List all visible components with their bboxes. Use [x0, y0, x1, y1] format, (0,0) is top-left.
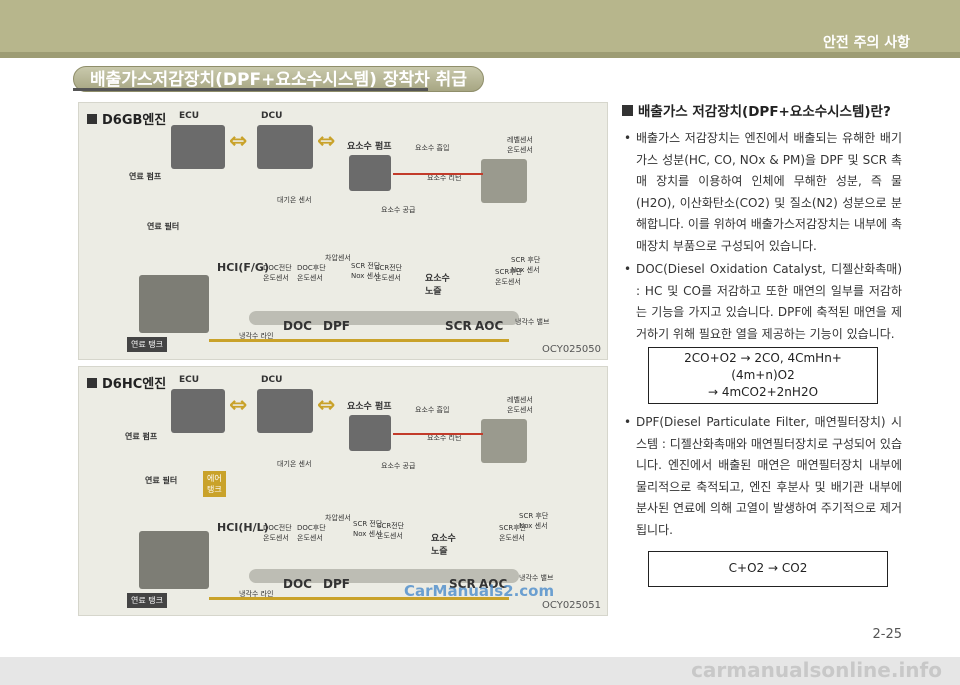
description-column: 배출가스 저감장치(DPF+요소수시스템)란? 배출가스 저감장치는 엔진에서 …	[622, 100, 902, 587]
diagram-d6hc: D6HC엔진 ECU ⇔ DCU ⇔ 연료 펌프 연료 필터 에어 탱크 대기온…	[78, 366, 608, 616]
diff-sensor-label: 차압센서	[325, 254, 351, 262]
urea-pump	[349, 415, 391, 451]
coolant-valve-label: 냉각수 밸브	[519, 574, 554, 582]
dcu-label: DCU	[261, 111, 283, 121]
fuel-tank-label: 연료 탱크	[127, 337, 167, 352]
ecu-label: ECU	[179, 111, 200, 121]
urea-pump-label: 요소수 펌프	[347, 402, 392, 412]
coolant-line-label: 냉각수 라인	[239, 590, 274, 598]
description-heading: 배출가스 저감장치(DPF+요소수시스템)란?	[622, 100, 902, 120]
fuel-line	[209, 339, 509, 342]
fuel-line	[209, 597, 509, 600]
urea-return-label: 요소수 리턴	[427, 434, 462, 442]
urea-pump	[349, 155, 391, 191]
formula-doc: 2CO+O2 → 2CO, 4CmHn+(4m+n)O2 → 4mCO2+2nH…	[648, 347, 878, 404]
fuel-filter-label: 연료 필터	[147, 222, 180, 231]
fuel-pump-label: 연료 펌프	[125, 432, 158, 441]
scr-rear-temp-label: SCR후단 온도센서	[495, 268, 523, 286]
watermark: CarManuals2.com	[404, 582, 555, 600]
aoc-label: AOC	[475, 319, 504, 333]
level-sensor-label: 레벨센서 온도센서	[507, 136, 533, 154]
urea-suction-label: 요소수 흡입	[415, 406, 450, 414]
page-number: 2-25	[872, 627, 902, 642]
ambient-sensor-label: 대기온 센서	[277, 460, 312, 468]
ecu-dcu-arrow: ⇔	[229, 129, 248, 154]
dcu-unit	[257, 125, 313, 169]
header-bar	[0, 0, 960, 58]
urea-tank	[481, 159, 527, 203]
figure-code: OCY025051	[542, 600, 601, 611]
fuel-filter-label: 연료 필터	[145, 476, 178, 485]
ambient-sensor-label: 대기온 센서	[277, 196, 312, 204]
bullet-overview: 배출가스 저감장치는 엔진에서 배출되는 유해한 배기가스 성분(HC, CO,…	[622, 128, 902, 257]
urea-return-label: 요소수 리턴	[427, 174, 462, 182]
scr-label: SCR	[449, 577, 476, 591]
ecu-dcu-arrow: ⇔	[229, 393, 248, 418]
doc-rear-label: DOC후단 온도센서	[297, 264, 326, 282]
scr-rear-nox-label: SCR 후단 Nox 센서	[511, 256, 541, 274]
urea-tank	[481, 419, 527, 463]
diagram-d6gb: D6GB엔진 ECU ⇔ DCU ⇔ 연료 펌프 연료 필터 대기온 센서 요소…	[78, 102, 608, 360]
doc-front-label: DOC전단 온도센서	[263, 524, 292, 542]
urea-pump-label: 요소수 펌프	[347, 142, 392, 152]
urea-suction-label: 요소수 흡입	[415, 144, 450, 152]
scr-front-temp-label: SCR전단 온도센서	[377, 522, 405, 540]
diagram-title: D6HC엔진	[87, 373, 166, 392]
diagram-title: D6GB엔진	[87, 109, 166, 128]
scr-label: SCR	[445, 319, 472, 333]
scr-rear-nox-label: SCR 후단 Nox 센서	[519, 512, 549, 530]
header-shade	[0, 52, 960, 58]
bullet-doc: DOC(Diesel Oxidation Catalyst, 디젤산화촉매) :…	[622, 259, 902, 345]
doc-front-label: DOC전단 온도센서	[263, 264, 292, 282]
formula-line-2: → 4mCO2+2nH2O	[707, 385, 819, 399]
coolant-line-label: 냉각수 라인	[239, 332, 274, 340]
aoc-label: AOC	[479, 577, 508, 591]
dpf-label: DPF	[323, 577, 350, 591]
ecu-label: ECU	[179, 375, 200, 385]
level-sensor-label: 레벨센서 온도센서	[507, 396, 533, 414]
footer-watermark: carmanualsonline.info	[691, 658, 942, 682]
nozzle-label: 요소수 노즐	[425, 274, 450, 297]
hci-label: HCI(H/L)	[217, 521, 269, 534]
scr-rear-temp-label: SCR후단 온도센서	[499, 524, 527, 542]
doc-rear-label: DOC후단 온도센서	[297, 524, 326, 542]
figure-code: OCY025050	[542, 344, 601, 355]
fuel-pump-label: 연료 펌프	[129, 172, 162, 181]
hci-label: HCI(F/G)	[217, 261, 269, 274]
doc-label: DOC	[283, 319, 312, 333]
dpf-label: DPF	[323, 319, 350, 333]
dcu-pump-arrow: ⇔	[317, 129, 336, 154]
nozzle-label: 요소수 노즐	[431, 534, 456, 557]
doc-label: DOC	[283, 577, 312, 591]
section-underline	[73, 88, 428, 91]
air-tank-label: 에어 탱크	[203, 471, 226, 497]
engine-block	[139, 531, 209, 589]
exhaust-pipe	[249, 311, 519, 325]
scr-front-temp-label: SCR전단 온도센서	[375, 264, 403, 282]
formula-dpf: C+O2 → CO2	[648, 551, 888, 587]
dcu-pump-arrow: ⇔	[317, 393, 336, 418]
bullet-dpf: DPF(Diesel Particulate Filter, 매연필터장치) 시…	[622, 412, 902, 541]
dcu-label: DCU	[261, 375, 283, 385]
exhaust-pipe	[249, 569, 519, 583]
diff-sensor-label: 차압센서	[325, 514, 351, 522]
urea-supply-label: 요소수 공급	[381, 462, 416, 470]
engine-block	[139, 275, 209, 333]
ecu-unit	[171, 389, 225, 433]
urea-line	[393, 173, 483, 175]
header-label: 안전 주의 사항	[822, 35, 910, 51]
formula-line-1: 2CO+O2 → 2CO, 4CmHn+(4m+n)O2	[684, 351, 842, 382]
footer-watermark-bar: carmanualsonline.info	[0, 657, 960, 685]
section-title: 배출가스저감장치(DPF+요소수시스템) 장착차 취급	[73, 66, 484, 92]
ecu-unit	[171, 125, 225, 169]
scr-front-nox-label: SCR 전단 Nox 센서	[353, 520, 383, 538]
coolant-valve-label: 냉각수 밸브	[515, 318, 550, 326]
fuel-tank-label: 연료 탱크	[127, 593, 167, 608]
urea-supply-label: 요소수 공급	[381, 206, 416, 214]
urea-line	[393, 433, 483, 435]
scr-front-nox-label: SCR 전단 Nox 센서	[351, 262, 381, 280]
dcu-unit	[257, 389, 313, 433]
